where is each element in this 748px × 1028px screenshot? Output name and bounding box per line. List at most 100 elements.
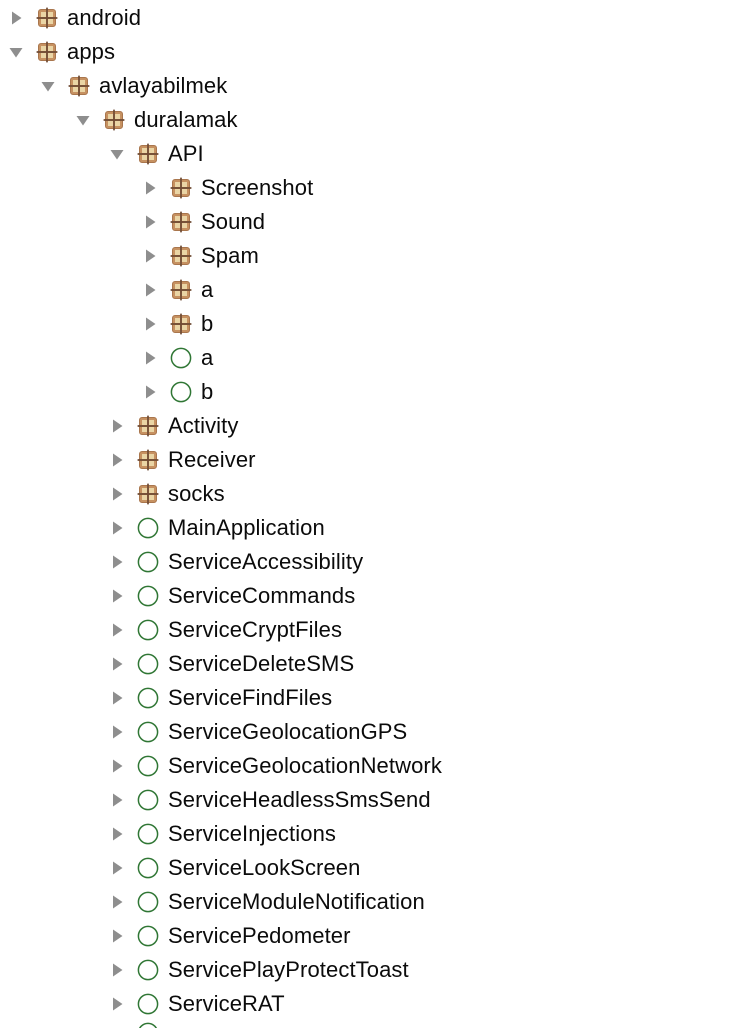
tree-row[interactable]: C ServicePlayProtectToast <box>0 953 748 987</box>
tree-row[interactable]: C Receiver <box>0 443 748 477</box>
svg-text:C: C <box>143 589 154 605</box>
package-icon <box>137 483 159 505</box>
disclosure-triangle-icon[interactable] <box>109 996 125 1012</box>
disclosure-triangle-icon[interactable] <box>109 758 125 774</box>
tree-row[interactable]: C ServiceGeolocationNetwork <box>0 749 748 783</box>
disclosure-triangle-icon[interactable] <box>8 44 24 60</box>
tree-row[interactable]: C duralamak <box>0 103 748 137</box>
tree-item-label: ServiceHeadlessSmsSend <box>168 787 431 812</box>
tree-item-label: duralamak <box>134 107 238 132</box>
tree-row[interactable]: C ServiceDeleteSMS <box>0 647 748 681</box>
tree-item-label: MainApplication <box>168 515 325 540</box>
tree-row[interactable]: C ServiceHeadlessSmsSend <box>0 783 748 817</box>
disclosure-triangle-icon[interactable] <box>109 724 125 740</box>
tree-row[interactable]: C ServiceLookScreen <box>0 851 748 885</box>
disclosure-triangle-icon[interactable] <box>109 418 125 434</box>
tree-row[interactable]: C ServiceRAT <box>0 987 748 1021</box>
svg-text:C: C <box>143 1026 154 1028</box>
tree-row[interactable]: C ServiceModuleNotification <box>0 885 748 919</box>
disclosure-triangle-icon[interactable] <box>109 860 125 876</box>
tree-row[interactable]: C Sound <box>0 205 748 239</box>
disclosure-triangle-icon[interactable] <box>109 928 125 944</box>
disclosure-triangle-icon[interactable] <box>109 894 125 910</box>
svg-text:C: C <box>143 623 154 639</box>
tree-item-label: b <box>201 379 214 404</box>
package-icon <box>170 245 192 267</box>
tree-row[interactable]: C avlayabilmek <box>0 69 748 103</box>
tree-item-label: ServicePedometer <box>168 923 351 948</box>
tree-item-label: android <box>67 5 142 30</box>
disclosure-triangle-icon[interactable] <box>109 656 125 672</box>
tree-row[interactable]: C ServiceAccessibility <box>0 545 748 579</box>
disclosure-triangle-icon[interactable] <box>142 384 158 400</box>
tree-row[interactable]: C a <box>0 341 748 375</box>
disclosure-triangle-icon[interactable] <box>142 180 158 196</box>
tree-item-label: avlayabilmek <box>99 73 228 98</box>
svg-text:C: C <box>143 861 154 877</box>
tree-row[interactable]: C Spam <box>0 239 748 273</box>
tree-row[interactable]: C ServiceFindFiles <box>0 681 748 715</box>
disclosure-triangle-icon[interactable] <box>109 962 125 978</box>
tree-row[interactable]: C API <box>0 137 748 171</box>
tree-row[interactable]: C apps <box>0 35 748 69</box>
disclosure-triangle-icon[interactable] <box>75 112 91 128</box>
svg-text:C: C <box>143 657 154 673</box>
disclosure-triangle-icon[interactable] <box>142 316 158 332</box>
tree-row[interactable]: C <box>0 1016 748 1028</box>
tree-row[interactable]: C b <box>0 375 748 409</box>
class-icon: C <box>137 551 159 573</box>
package-icon <box>137 143 159 165</box>
disclosure-triangle-icon[interactable] <box>142 214 158 230</box>
svg-text:C: C <box>143 895 154 911</box>
disclosure-triangle-icon[interactable] <box>109 486 125 502</box>
disclosure-triangle-icon[interactable] <box>109 554 125 570</box>
package-icon <box>170 313 192 335</box>
disclosure-triangle-icon[interactable] <box>109 588 125 604</box>
svg-text:C: C <box>176 351 187 367</box>
disclosure-triangle-icon[interactable] <box>109 690 125 706</box>
tree-row[interactable]: C socks <box>0 477 748 511</box>
tree-row[interactable]: C ServiceCommands <box>0 579 748 613</box>
tree-item-label: ServiceGeolocationNetwork <box>168 753 442 778</box>
tree-item-label: API <box>168 141 204 166</box>
disclosure-triangle-icon[interactable] <box>109 452 125 468</box>
tree-item-label: ServiceCryptFiles <box>168 617 343 642</box>
disclosure-triangle-icon[interactable] <box>142 350 158 366</box>
tree-item-label: ServiceLookScreen <box>168 855 361 880</box>
tree-item-label: ServiceRAT <box>168 991 285 1016</box>
package-icon <box>103 109 125 131</box>
disclosure-triangle-icon[interactable] <box>109 826 125 842</box>
tree-row[interactable]: C MainApplication <box>0 511 748 545</box>
svg-text:C: C <box>143 725 154 741</box>
tree-row[interactable]: C a <box>0 273 748 307</box>
tree-row[interactable]: C Activity <box>0 409 748 443</box>
tree-row[interactable]: C b <box>0 307 748 341</box>
disclosure-triangle-icon[interactable] <box>142 282 158 298</box>
tree-item-label: Spam <box>201 243 259 268</box>
tree-row[interactable]: C ServicePedometer <box>0 919 748 953</box>
disclosure-triangle-icon[interactable] <box>109 792 125 808</box>
class-icon: C <box>137 823 159 845</box>
tree-row[interactable]: C ServiceInjections <box>0 817 748 851</box>
disclosure-triangle-icon[interactable] <box>40 78 56 94</box>
tree-row[interactable]: C ServiceCryptFiles <box>0 613 748 647</box>
disclosure-triangle-icon[interactable] <box>142 248 158 264</box>
package-icon <box>137 449 159 471</box>
disclosure-triangle-icon[interactable] <box>109 622 125 638</box>
tree-row[interactable]: C android <box>0 1 748 35</box>
class-icon: C <box>137 755 159 777</box>
class-icon: C <box>170 347 192 369</box>
class-icon: C <box>137 789 159 811</box>
tree-row[interactable]: C ServiceGeolocationGPS <box>0 715 748 749</box>
svg-text:C: C <box>143 759 154 775</box>
class-icon: C <box>137 585 159 607</box>
tree-item-label: Receiver <box>168 447 256 472</box>
class-icon: C <box>137 721 159 743</box>
class-icon: C <box>137 619 159 641</box>
disclosure-triangle-icon[interactable] <box>109 520 125 536</box>
tree-item-label: b <box>201 311 214 336</box>
tree-item-label: ServiceDeleteSMS <box>168 651 355 676</box>
disclosure-triangle-icon[interactable] <box>8 10 24 26</box>
disclosure-triangle-icon[interactable] <box>109 146 125 162</box>
tree-row[interactable]: C Screenshot <box>0 171 748 205</box>
